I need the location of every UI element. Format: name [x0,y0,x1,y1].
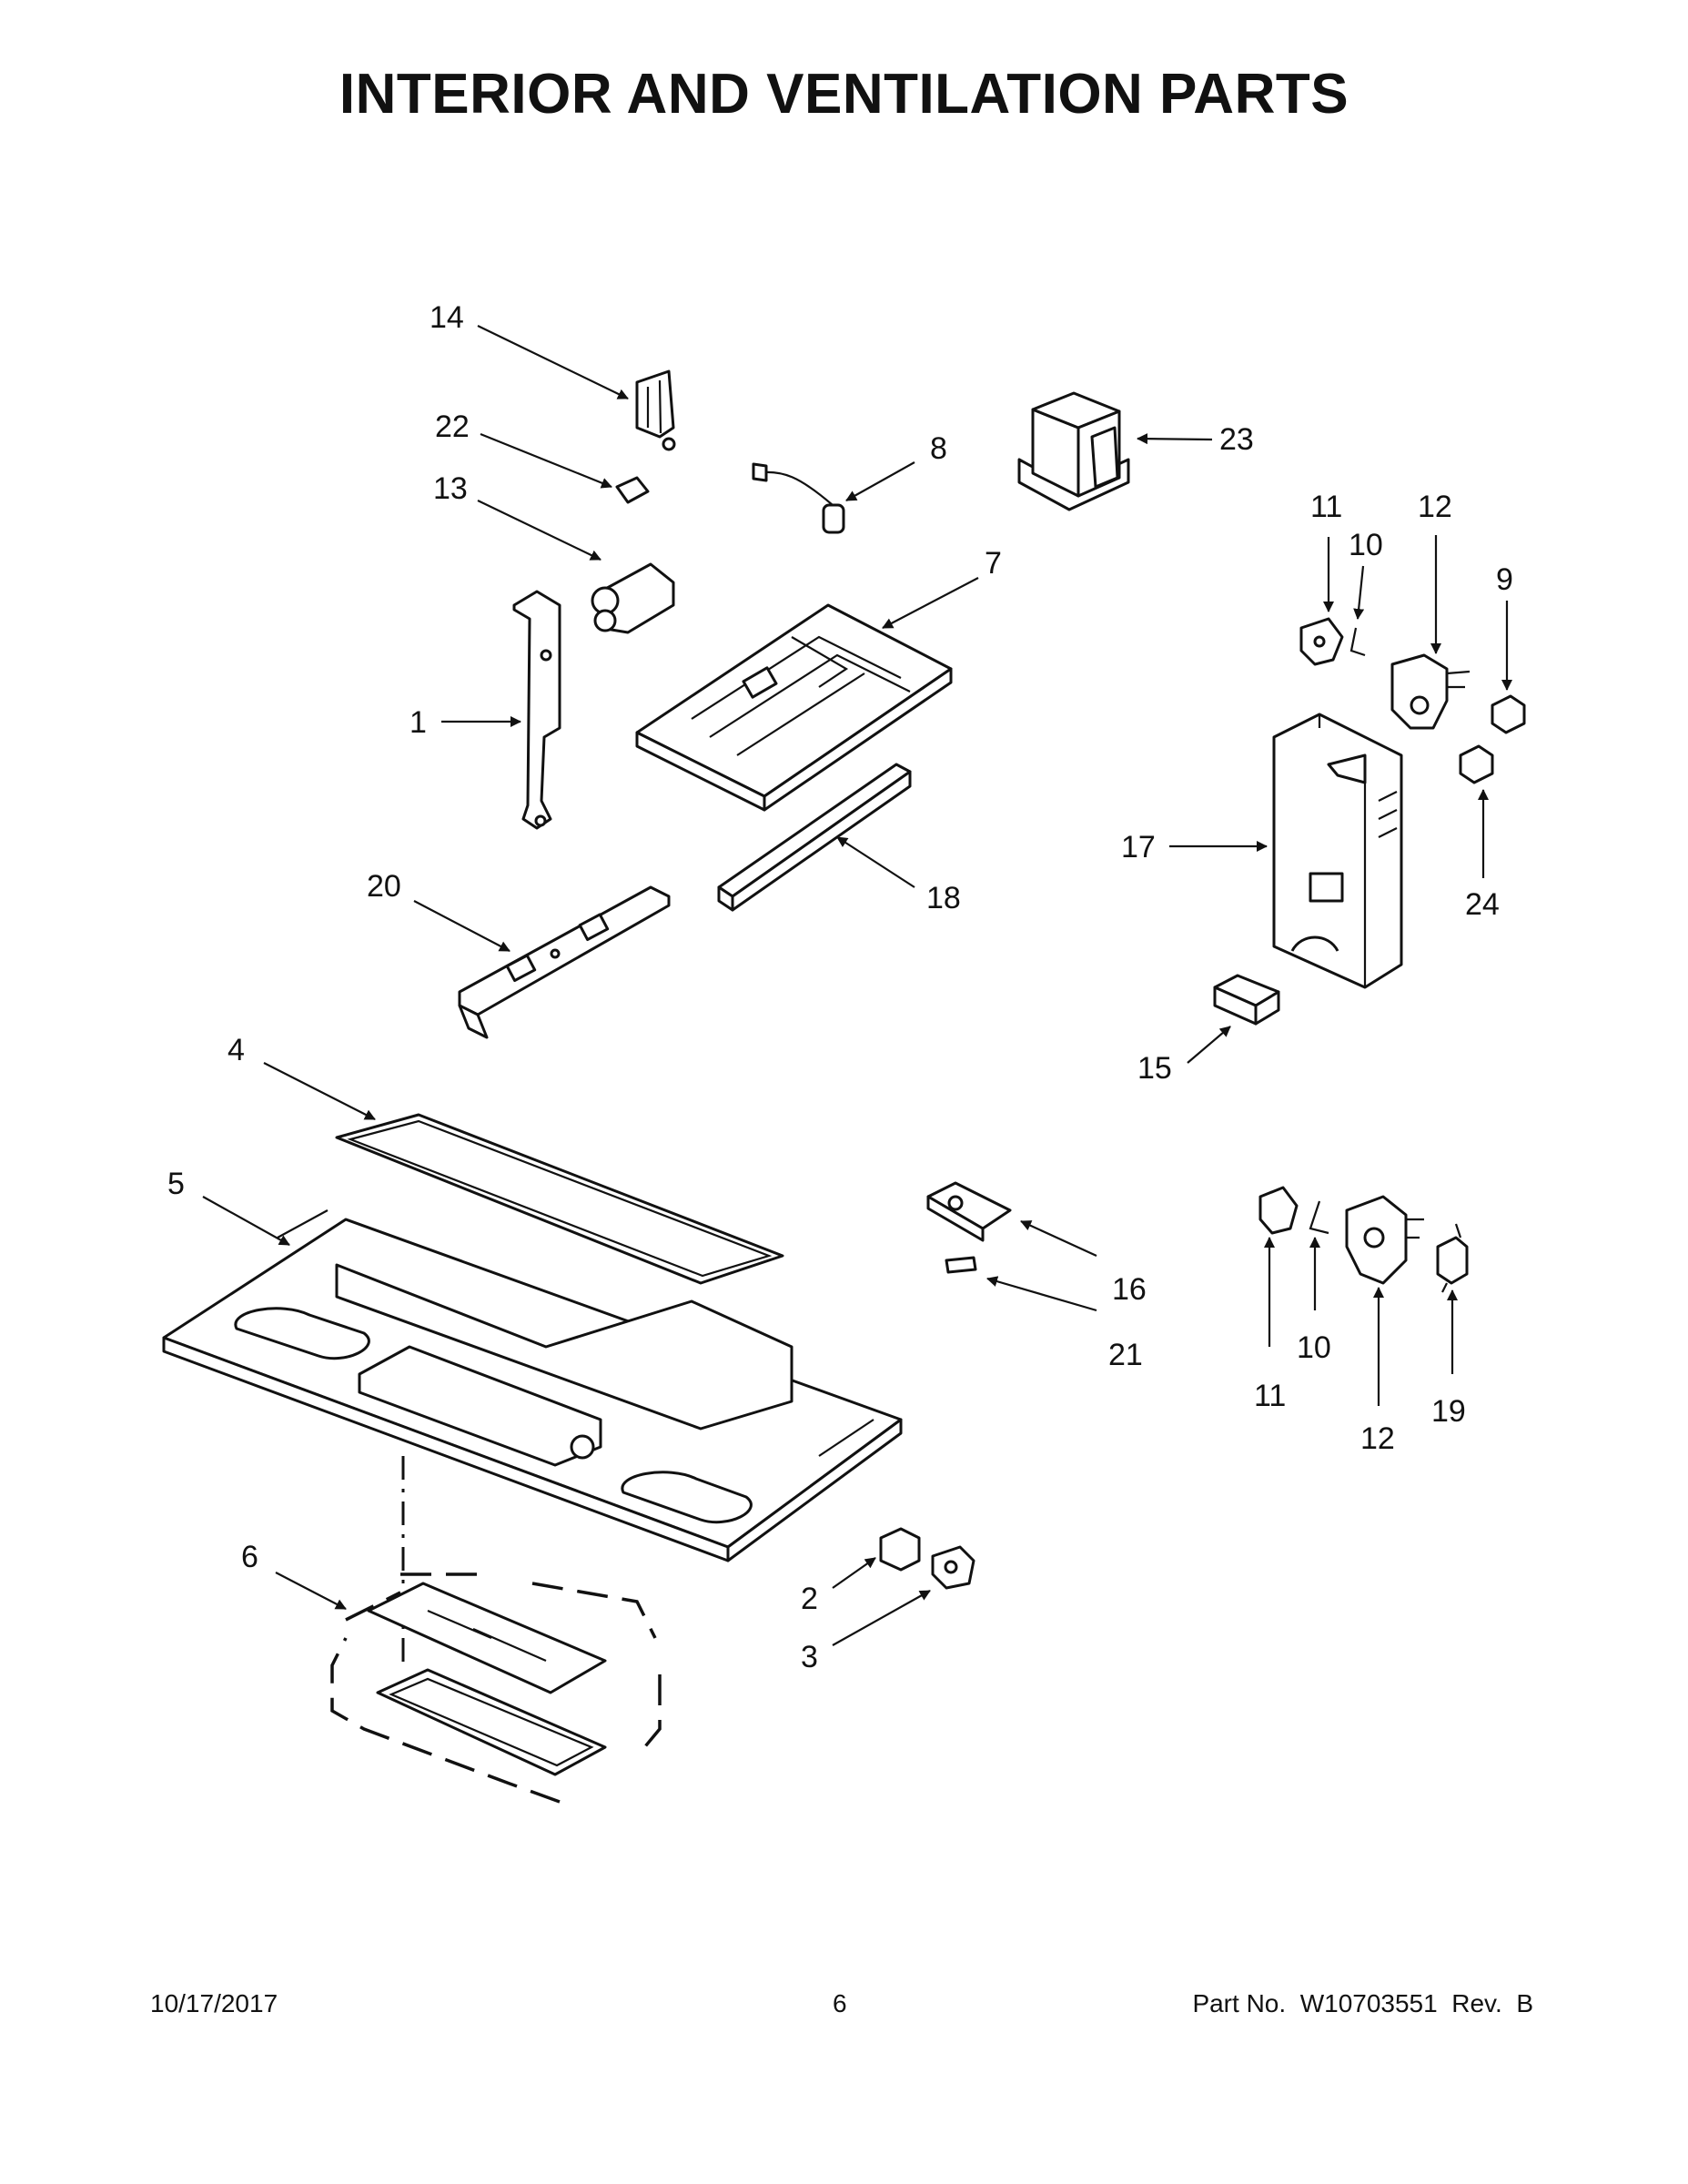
callout-labels: 14 22 13 8 23 7 11 10 12 9 1 17 24 18 20… [167,300,1513,1674]
callout-15: 15 [1137,1051,1172,1086]
footer-page-number: 6 [833,1989,847,2017]
callout-12-bottom: 12 [1360,1421,1395,1456]
part-19-switch[interactable] [1436,1223,1469,1293]
callout-5: 5 [167,1167,185,1201]
callout-3: 3 [801,1640,818,1674]
callout-10-bottom: 10 [1297,1330,1331,1365]
part-20-bracket[interactable] [458,885,671,1039]
part-22-clip[interactable] [615,476,650,504]
part-9-switch[interactable] [1491,694,1526,734]
callout-13: 13 [433,471,468,506]
part-7-plate[interactable] [635,603,953,812]
callout-7: 7 [985,546,1002,581]
part-12-holder-bottom[interactable] [1345,1195,1424,1285]
part-21-pin[interactable] [945,1256,977,1274]
callout-24: 24 [1465,887,1500,922]
callout-9: 9 [1496,562,1513,597]
callout-11-top: 11 [1310,490,1342,524]
callout-10-top: 10 [1349,528,1383,562]
callout-18: 18 [926,881,961,915]
callout-2: 2 [801,1582,818,1616]
part-6-filter-assembly[interactable] [330,1572,662,1804]
part-10-spring-top[interactable] [1349,627,1366,657]
leader-arrows [202,325,1512,1646]
part-3-socket[interactable] [931,1545,975,1590]
page-title: INTERIOR AND VENTILATION PARTS [339,63,1349,126]
callout-14: 14 [430,300,464,335]
callout-11-bottom: 11 [1254,1379,1286,1413]
part-18-bar[interactable] [717,763,912,912]
callout-1: 1 [409,705,427,740]
part-1-bracket[interactable] [512,590,561,830]
callout-4: 4 [227,1033,245,1067]
callout-22: 22 [435,410,470,444]
footer-date: 10/17/2017 [150,1989,278,2017]
callout-6: 6 [241,1540,258,1574]
callout-17: 17 [1121,830,1156,864]
part-16-bracket[interactable] [926,1181,1012,1242]
callout-12-top: 12 [1418,490,1452,524]
part-15-block[interactable] [1213,974,1280,1026]
callout-23: 23 [1219,422,1254,457]
part-8-sensor[interactable] [752,462,845,534]
part-10-spring-bottom[interactable] [1309,1200,1329,1235]
callout-19: 19 [1431,1394,1466,1429]
part-13-capacitor[interactable] [591,562,675,634]
part-11-switch-bottom[interactable] [1258,1186,1299,1235]
footer-part-number: Part No. W10703551 Rev. B [1192,1989,1533,2017]
part-17-duct[interactable] [1272,713,1403,989]
part-5-bottom-plate[interactable] [162,1209,903,1562]
callout-16: 16 [1112,1272,1147,1307]
callout-21: 21 [1108,1338,1143,1372]
part-11-switch-top[interactable] [1299,617,1344,666]
callout-20: 20 [367,869,401,904]
part-14-bracket[interactable] [635,369,676,451]
callout-8: 8 [930,431,947,466]
part-23-transformer[interactable] [1017,391,1130,511]
part-24-switch[interactable] [1459,744,1494,784]
part-4-panel[interactable] [335,1113,784,1285]
part-2-lamp[interactable] [879,1527,921,1572]
part-12-holder-top[interactable] [1390,653,1471,730]
